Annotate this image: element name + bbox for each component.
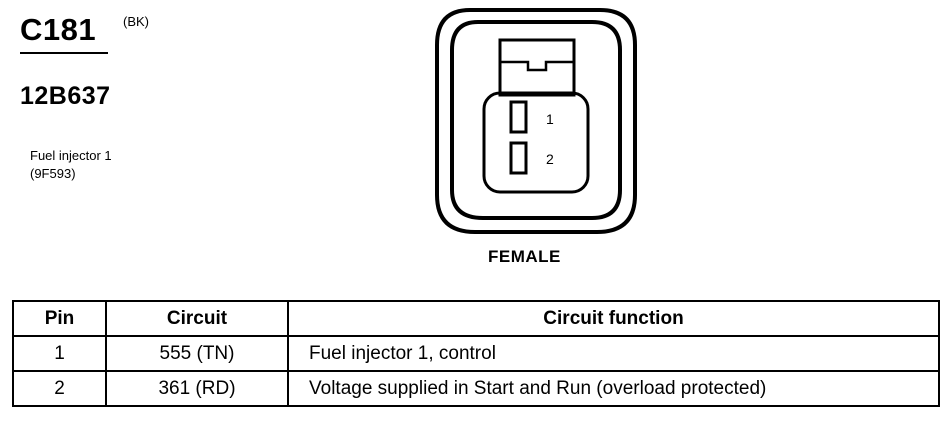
circuit-cell: 555 (TN) bbox=[105, 335, 289, 372]
circuit-cell: 361 (RD) bbox=[105, 370, 289, 407]
connector-cavity-block bbox=[482, 91, 590, 194]
table-row: 2 361 (RD) Voltage supplied in Start and… bbox=[12, 370, 940, 407]
function-cell: Voltage supplied in Start and Run (overl… bbox=[287, 370, 940, 407]
column-header-circuit: Circuit bbox=[105, 300, 289, 337]
pin-1-label: 1 bbox=[546, 111, 554, 127]
connector-latch bbox=[498, 38, 576, 97]
pin-cell: 1 bbox=[12, 335, 107, 372]
table-row: 1 555 (TN) Fuel injector 1, control bbox=[12, 335, 940, 372]
connector-id: C181 bbox=[20, 12, 97, 47]
connector-face-diagram: 1 2 bbox=[435, 8, 637, 234]
pin-table: Pin Circuit Circuit function 1 555 (TN) … bbox=[12, 300, 940, 407]
component-name: Fuel injector 1 bbox=[30, 148, 112, 163]
part-number: 12B637 bbox=[20, 82, 111, 110]
pin-1-cavity bbox=[509, 100, 528, 134]
connector-gender-label: FEMALE bbox=[488, 247, 561, 266]
pin-cell: 2 bbox=[12, 370, 107, 407]
column-header-pin: Pin bbox=[12, 300, 107, 337]
pin-2-label: 2 bbox=[546, 151, 554, 167]
connector-id-underline bbox=[20, 52, 108, 54]
component-part-number: (9F593) bbox=[30, 166, 76, 181]
pin-2-cavity bbox=[509, 141, 528, 175]
connector-outer-housing bbox=[435, 8, 637, 234]
function-cell: Fuel injector 1, control bbox=[287, 335, 940, 372]
connector-inner-housing bbox=[450, 20, 622, 220]
connector-color: (BK) bbox=[123, 14, 149, 29]
table-header-row: Pin Circuit Circuit function bbox=[12, 300, 940, 337]
column-header-function: Circuit function bbox=[287, 300, 940, 337]
component-description: Fuel injector 1 (9F593) bbox=[30, 147, 112, 183]
connector-latch-notch bbox=[500, 60, 574, 72]
